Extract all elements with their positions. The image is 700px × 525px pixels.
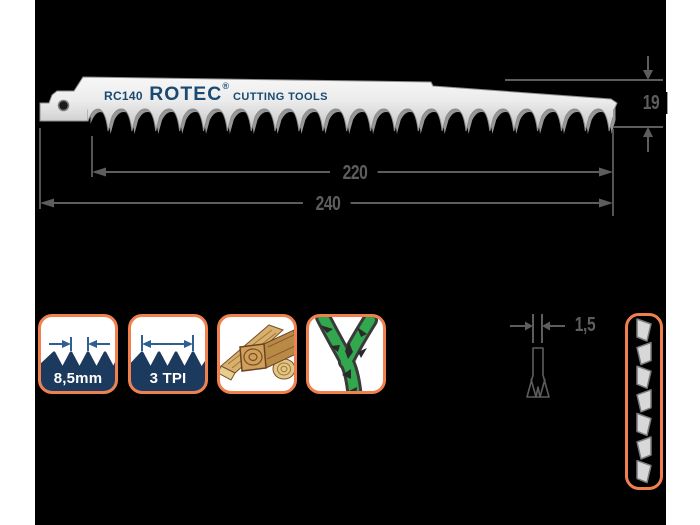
wood-beams-icon <box>220 324 294 381</box>
teeth-row <box>88 104 613 131</box>
tooth-pitch-icon <box>41 337 115 391</box>
tpi-icon <box>131 335 205 391</box>
tpi-badge: 3 TPI <box>128 314 208 394</box>
blade-drawing <box>39 76 618 134</box>
tooth-set-badge <box>625 313 663 490</box>
teeth-edge <box>87 108 614 132</box>
toothed-length-value: 220 <box>332 162 378 184</box>
tooth-set-side-view-icon <box>636 318 652 484</box>
tpi-arrows <box>141 335 194 351</box>
thickness-dimension <box>510 314 565 398</box>
pitch-arrows <box>49 337 110 351</box>
brand-logo-text: ROTEC <box>149 84 223 105</box>
green-branch-icon <box>315 317 378 391</box>
blade-cross-section-icon <box>526 347 550 398</box>
brand-tagline: CUTTING TOOLS <box>233 91 328 103</box>
toothed-length-dimension <box>91 136 613 177</box>
total-length-dimension <box>39 128 614 216</box>
tooth-pitch-badge: 8,5mm <box>38 314 118 394</box>
registered-mark: ® <box>222 81 229 91</box>
blade-print: RC140 ROTEC ® CUTTING TOOLS <box>104 81 328 105</box>
height-dimension <box>505 56 663 152</box>
thickness-value: 1,5 <box>567 314 603 336</box>
height-value: 19 <box>634 92 668 114</box>
total-length-value: 240 <box>305 193 351 215</box>
tooth-pitch-label: 8,5mm <box>53 370 103 387</box>
tpi-label: 3 TPI <box>149 370 187 387</box>
wood-material-badge <box>217 314 297 394</box>
model-number: RC140 <box>104 89 143 103</box>
green-wood-badge <box>306 314 386 394</box>
tang-hole <box>57 99 70 112</box>
